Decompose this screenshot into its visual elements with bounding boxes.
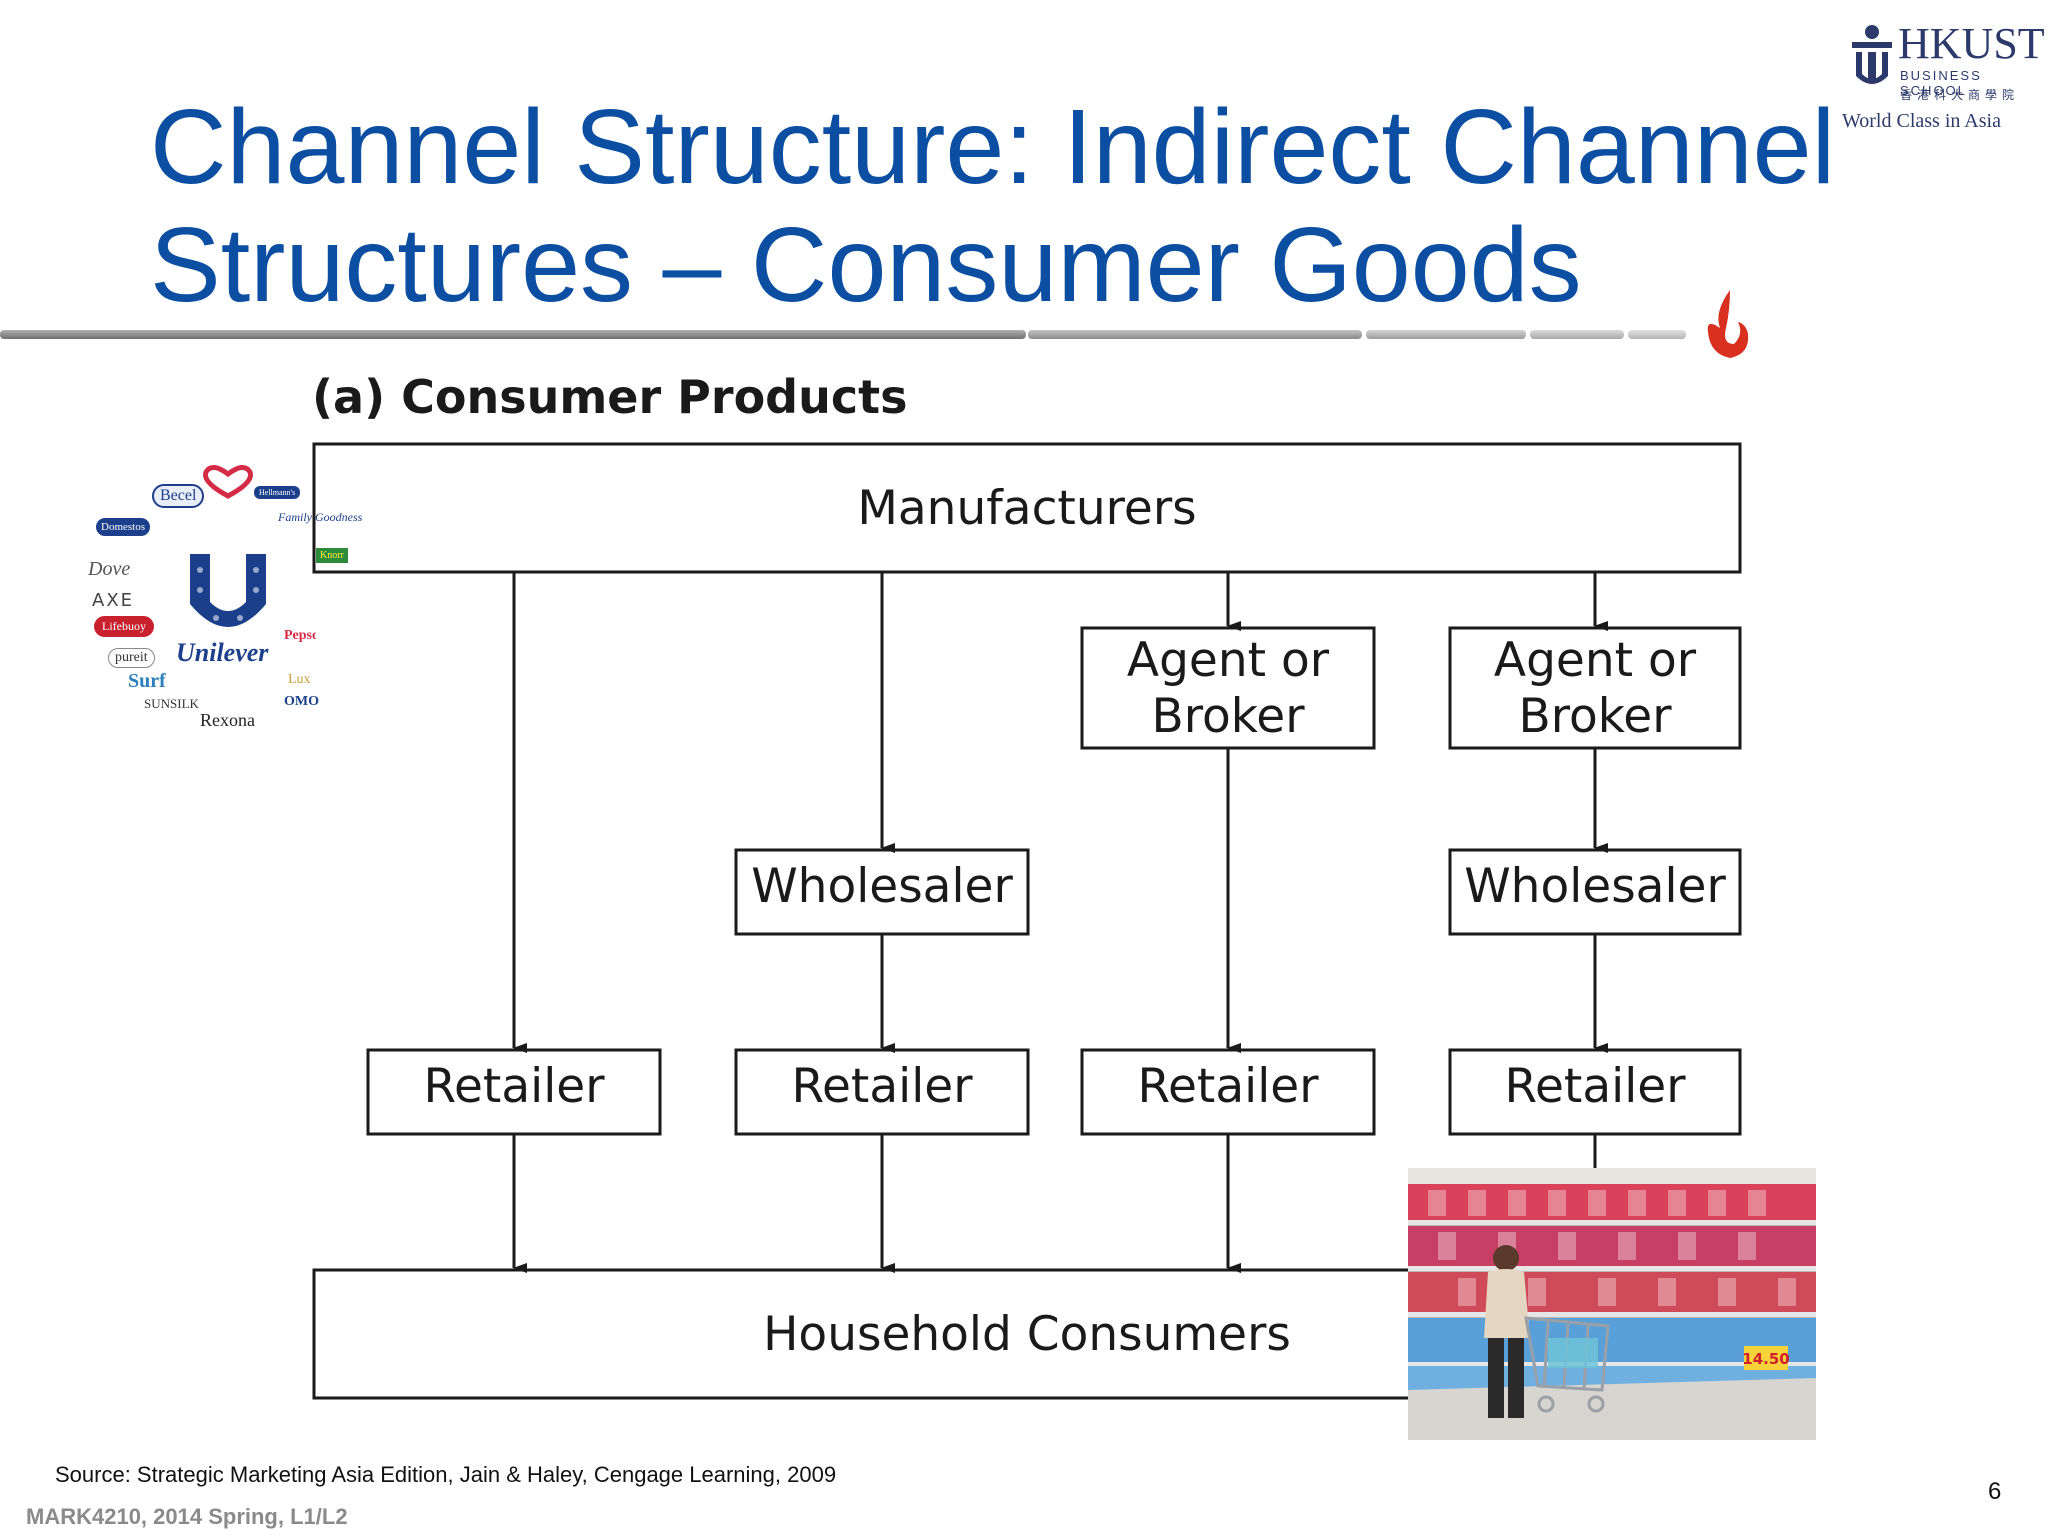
- agent-broker-2-line-1: Agent or: [1494, 633, 1697, 688]
- wholesaler-2-label: Wholesaler: [1464, 859, 1726, 914]
- brand-lifebuoy: Lifebuoy: [94, 616, 154, 637]
- brand-pepsodent: Pepsodent: [284, 628, 316, 643]
- photo-price-tag: 14.50: [1742, 1350, 1789, 1368]
- retailer-1-label: Retailer: [423, 1059, 605, 1114]
- brand-becel: Becel: [152, 484, 205, 508]
- brand-family-goodness: Family Goodness: [278, 510, 363, 524]
- brand-domestos: Domestos: [96, 518, 150, 536]
- logo-name: HKUST: [1898, 19, 2045, 68]
- divider-rule: [0, 330, 1026, 339]
- manufacturers-label: Manufacturers: [857, 481, 1196, 536]
- retailer-3-label: Retailer: [1137, 1059, 1319, 1114]
- divider-rule-segment: [1028, 330, 1362, 339]
- divider-rule-segment: [1366, 330, 1526, 339]
- brand-unilever: Unilever: [176, 638, 269, 667]
- brand-dove: Dove: [88, 558, 131, 580]
- household-consumers-label: Household Consumers: [763, 1307, 1291, 1362]
- brand-surf: Surf: [128, 670, 166, 692]
- wholesaler-1-label: Wholesaler: [751, 859, 1013, 914]
- retailer-box-4: [1448, 1048, 1742, 1136]
- logo-tagline: World Class in Asia: [1842, 110, 2001, 132]
- brand-hellmanns: Hellmann's: [254, 486, 301, 499]
- retailer-box-3: [1080, 1048, 1376, 1136]
- agent-broker-1-line-2: Broker: [1151, 689, 1305, 744]
- shopper-figure: [1484, 1245, 1530, 1418]
- brand-sunsilk: SUNSILK: [144, 696, 199, 711]
- brand-pureit: pureit: [108, 648, 155, 668]
- unilever-brand-wheel-image: Unilever Becel Hellmann's Family Goodnes…: [88, 458, 362, 748]
- retailer-4-label: Retailer: [1504, 1059, 1686, 1114]
- divider-rule-segment: [1628, 330, 1686, 339]
- title-line-1: Channel Structure: Indirect Channel: [150, 88, 1836, 206]
- agent-broker-box-1: [1080, 626, 1376, 750]
- divider-rule-segment: [1530, 330, 1624, 339]
- flame-icon: [1707, 290, 1749, 358]
- brand-knorr: Knorr: [316, 548, 348, 563]
- brand-lux: Lux: [288, 672, 310, 687]
- logo-school: BUSINESS SCHOOL: [1900, 68, 1982, 98]
- manufacturers-box: [312, 442, 1742, 574]
- unilever-u-logo-icon: [190, 554, 266, 627]
- agent-broker-2-line-2: Broker: [1518, 689, 1672, 744]
- agent-broker-1-line-1: Agent or: [1127, 633, 1330, 688]
- supermarket-shopper-photo: 14.50: [1408, 1168, 1816, 1440]
- brand-rexona: Rexona: [200, 710, 255, 730]
- hkust-crest-icon: [1852, 25, 1892, 84]
- supermarket-photo-illustration: 14.50: [1408, 1168, 1816, 1440]
- logo-chinese-name: 香港科大商學院: [1900, 88, 2020, 102]
- title-line-2: Structures – Consumer Goods: [150, 206, 1582, 324]
- heart-brand-icon: [202, 465, 254, 499]
- brand-omo: OMO: [284, 694, 319, 709]
- retailer-2-label: Retailer: [791, 1059, 973, 1114]
- diagram-section-title: (a) Consumer Products: [312, 370, 908, 424]
- hkust-logo: HKUST BUSINESS SCHOOL 香港科大商學院 World Clas…: [1842, 14, 2045, 133]
- source-citation: Source: Strategic Marketing Asia Edition…: [55, 1462, 837, 1487]
- brand-axe: AXE: [92, 590, 135, 611]
- slide-title: Channel Structure: Indirect Channel Stru…: [150, 88, 1836, 324]
- retailer-box-2: [734, 1048, 1030, 1136]
- page-number: 6: [1988, 1478, 2002, 1505]
- shopping-cart-icon: [1524, 1316, 1610, 1413]
- course-footer: MARK4210, 2014 Spring, L1/L2: [26, 1504, 348, 1529]
